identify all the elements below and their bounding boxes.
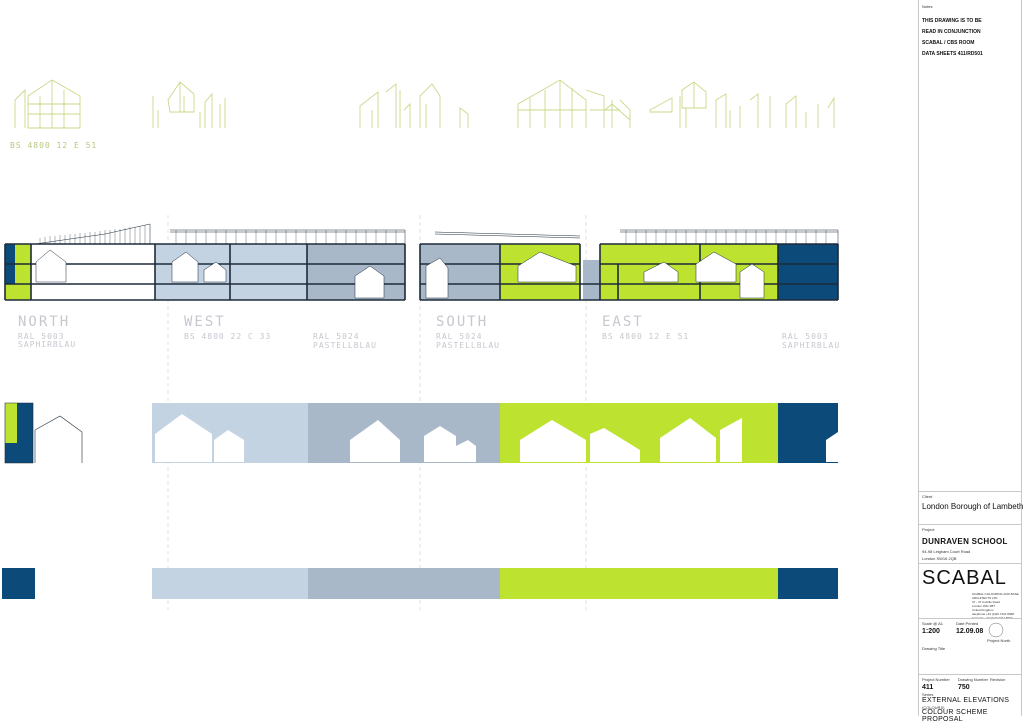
elevation-drawing — [2, 79, 839, 610]
scabal-logo: SCABAL — [922, 567, 1007, 589]
project-north-label: Project North — [987, 638, 1011, 643]
scale-value: 1:200 — [922, 628, 940, 635]
mid-colour-name: PASTELLBLAU — [313, 341, 377, 350]
title-block-frame — [918, 0, 1022, 716]
top-colour-code: BS 4800 12 E 51 — [10, 141, 98, 150]
divider — [918, 674, 1022, 675]
project-label: Project — [922, 527, 935, 532]
date-label: Date Printed — [956, 621, 979, 626]
divider — [918, 491, 1022, 492]
east-bs-code: BS 4800 12 E 51 — [602, 332, 690, 341]
north-colour-name: SAPHIRBLAU — [18, 340, 77, 349]
colour-strip — [2, 568, 838, 599]
company-details: SCABAL COLOURING AND BASE ARCHITECTS LTD… — [972, 592, 1024, 620]
drawing-number: 750 — [958, 684, 970, 691]
notes-line: THIS DRAWING IS TO BE — [922, 18, 982, 24]
green-outline-sketches — [14, 79, 835, 129]
series-label: Series — [922, 692, 934, 697]
project-address-1: 94-98 Leigham Court Road — [922, 549, 971, 554]
notes-label: Notes — [922, 4, 933, 9]
east-label: EAST — [602, 314, 644, 330]
company-line: United Kingdom — [972, 608, 994, 612]
south-label: SOUTH — [436, 314, 489, 330]
band-cutout-north-outline — [4, 402, 83, 464]
drawing-title-1: EXTERNAL ELEVATIONS — [922, 697, 1010, 704]
notes-line: DATA SHEETS 411/RD501 — [922, 51, 983, 57]
date-value: 12.09.08 — [956, 628, 984, 635]
notes-line: READ IN CONJUNCTION — [922, 29, 981, 35]
notes-line: SCABAL / CBS ROOM — [922, 40, 975, 46]
drawing-number-label: Drawing Number — [958, 677, 989, 682]
project-number-label: Project Number — [922, 677, 950, 682]
roof-louvre-fins — [39, 225, 827, 244]
scale-label: Scale @ A1 — [922, 621, 943, 626]
company-line: 37 - 47 Colville Road — [972, 600, 1000, 604]
elevation-window-shapes — [35, 249, 765, 299]
drawing-title-2: COLOUR SCHEME PROPOSAL — [922, 709, 988, 723]
project-number: 411 — [922, 684, 934, 691]
project-address-2: London SW16 2QB — [922, 556, 957, 561]
project-name: DUNRAVEN SCHOOL — [922, 537, 1008, 546]
drawing-title-label: Drawing Title — [922, 646, 946, 651]
company-line: SCABAL COLOURING AND BASE ARCHITECTS LTD — [972, 592, 1019, 600]
divider — [918, 524, 1022, 525]
north-arrow-icon — [988, 622, 1004, 638]
client-label: Client — [922, 494, 933, 499]
divider — [918, 563, 1022, 564]
mid-ral: RAL 5024 — [313, 332, 360, 341]
company-line: London W11 2BT — [972, 604, 996, 608]
company-line: telephone +44 (0)20 7221 8968 — [972, 612, 1014, 616]
south-colour-name: PASTELLBLAU — [436, 341, 500, 350]
west-label: WEST — [184, 314, 226, 330]
band-cutouts — [155, 414, 838, 462]
divider — [918, 618, 1022, 619]
east-ral: RAL 5003 — [782, 332, 829, 341]
roof-louvres — [34, 223, 839, 245]
revision-label: Revision — [990, 677, 1006, 682]
east-colour-name: SAPHIRBLAU — [782, 341, 841, 350]
west-bs-code: BS 4800 22 C 33 — [184, 332, 272, 341]
drawing-title-1-sub: (COLOURS) — [922, 705, 945, 710]
north-label: NORTH — [18, 314, 71, 330]
north-ral: RAL 5003 — [18, 332, 65, 341]
south-ral: RAL 5024 — [436, 332, 483, 341]
client-name: London Borough of Lambeth — [922, 502, 1024, 511]
notes-text: THIS DRAWING IS TO BE READ IN CONJUNCTIO… — [922, 16, 983, 60]
